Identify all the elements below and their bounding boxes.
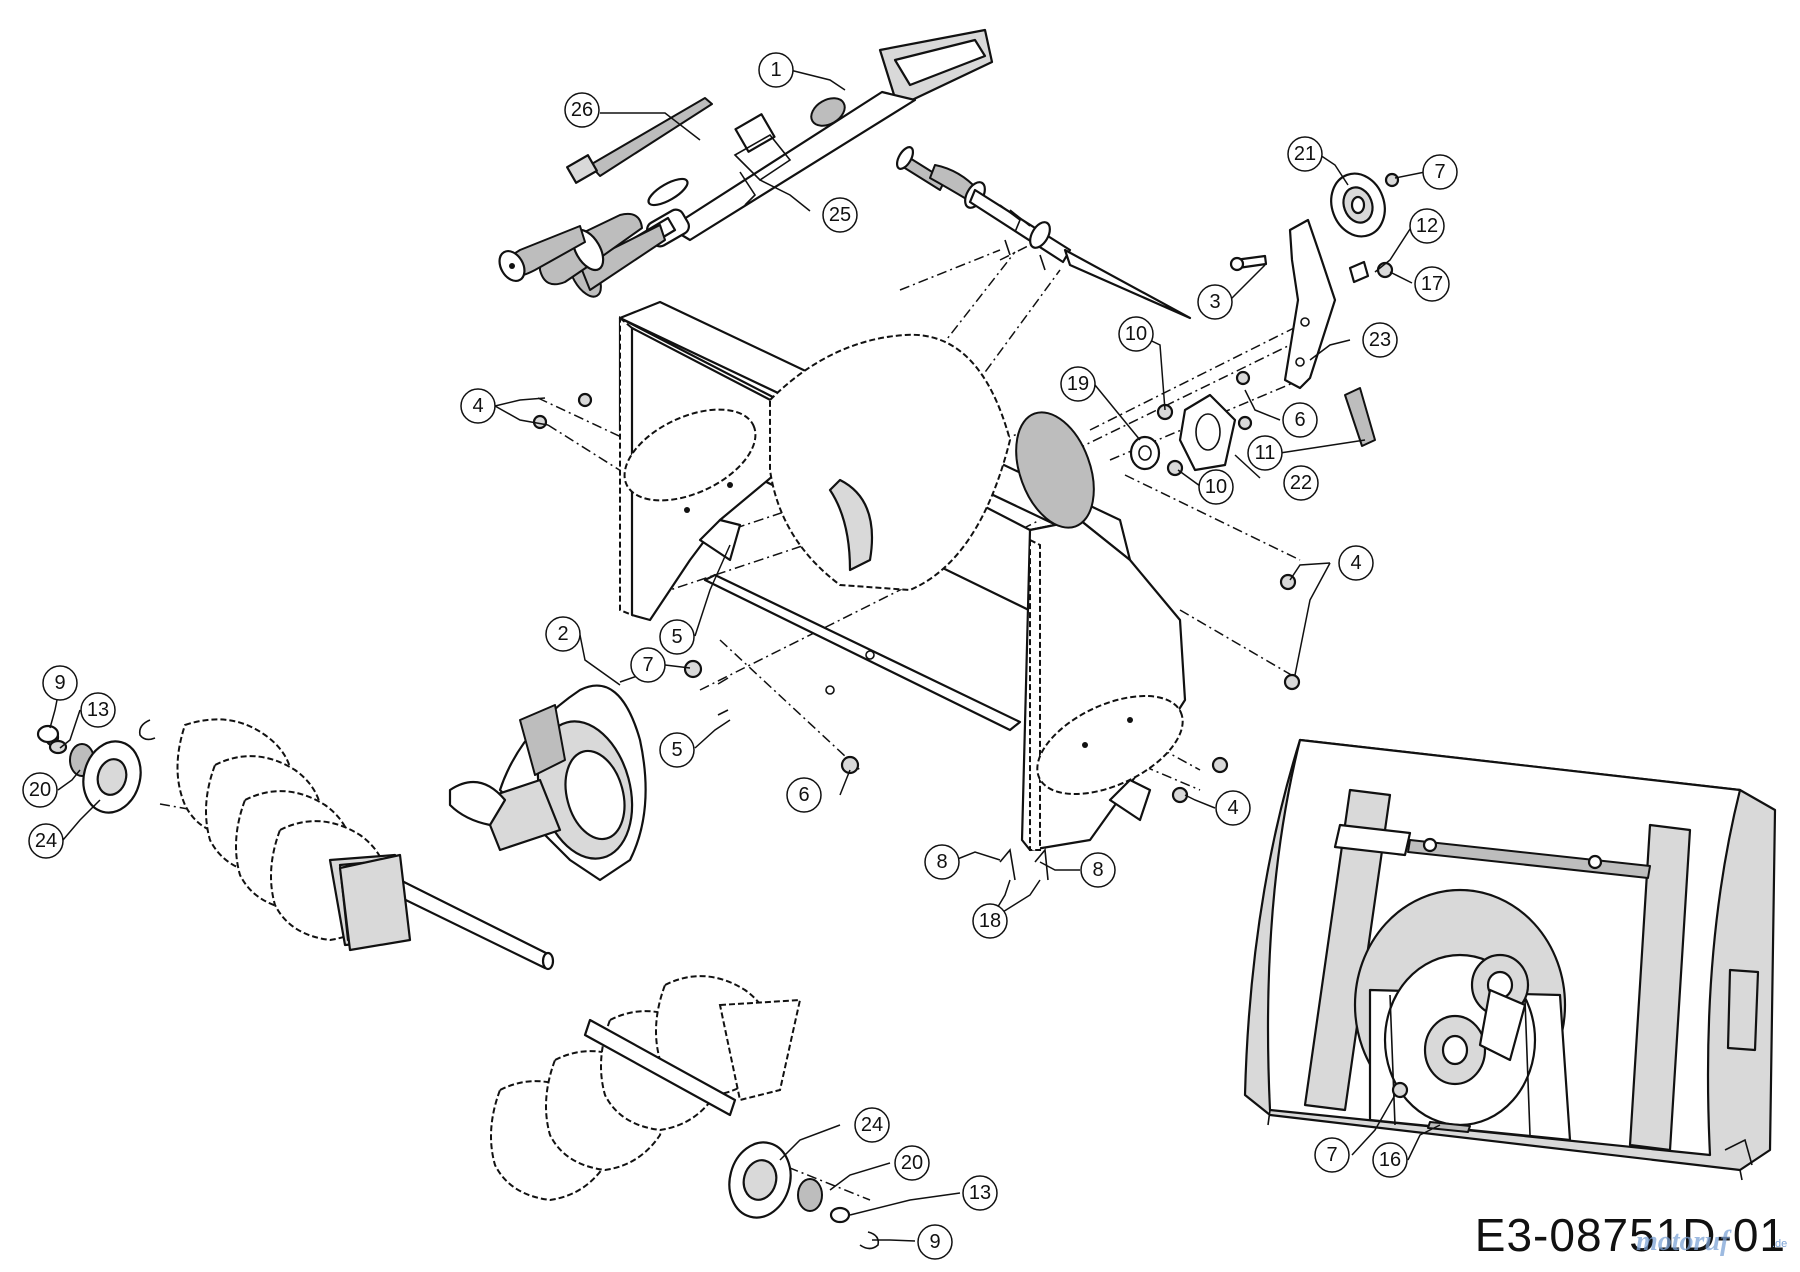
callout-3: 3 (1197, 284, 1233, 320)
impeller (448, 684, 647, 882)
callout-22: 22 (1283, 465, 1319, 501)
bearings-and-clips (36, 392, 1301, 1250)
callout-25: 25 (822, 197, 858, 233)
svg-text:9: 9 (929, 1231, 940, 1253)
callout-21: 21 (1287, 136, 1323, 172)
cable-tie (566, 97, 713, 184)
callout-8-right: 8 (1080, 852, 1116, 888)
callout-1: 1 (758, 52, 794, 88)
callout-4-left: 4 (460, 388, 496, 424)
callout-2: 2 (545, 616, 581, 652)
auger-housing (618, 300, 1187, 852)
svg-text:1: 1 (770, 59, 781, 81)
callout-24-left: 24 (28, 823, 64, 859)
callout-17: 17 (1414, 266, 1450, 302)
svg-text:11: 11 (1255, 442, 1276, 464)
svg-text:16: 16 (1379, 1149, 1401, 1171)
svg-text:10: 10 (1205, 476, 1227, 498)
svg-text:22: 22 (1290, 472, 1312, 494)
svg-text:9: 9 (54, 672, 65, 694)
svg-text:4: 4 (1227, 797, 1238, 819)
svg-text:18: 18 (979, 910, 1001, 932)
auger-spiral-right (490, 975, 802, 1202)
callout-8-left: 8 (924, 844, 960, 880)
callout-13-left: 13 (80, 692, 116, 728)
callout-11: 11 (1247, 435, 1283, 471)
svg-text:26: 26 (571, 99, 593, 121)
svg-text:21: 21 (1294, 143, 1316, 165)
callout-19: 19 (1060, 366, 1096, 402)
drive-parts (1129, 172, 1400, 477)
svg-text:13: 13 (969, 1182, 991, 1204)
callout-5-lower: 5 (659, 732, 695, 768)
callout-6-lower: 6 (786, 777, 822, 813)
gearbox (338, 853, 412, 952)
svg-text:25: 25 (829, 204, 851, 226)
callout-9-right: 9 (917, 1224, 953, 1260)
callout-20-right: 20 (894, 1145, 930, 1181)
callout-4-right: 4 (1338, 545, 1374, 581)
svg-text:3: 3 (1209, 291, 1220, 313)
assembled-housing-view (1243, 738, 1777, 1181)
svg-text:8: 8 (936, 851, 947, 873)
watermark-logo: motoruf (1636, 1226, 1730, 1257)
svg-text:8: 8 (1092, 859, 1103, 881)
callout-12: 12 (1409, 208, 1445, 244)
part-diagram-code: E3-08751D-01 (1474, 1209, 1786, 1261)
svg-text:12: 12 (1416, 215, 1438, 237)
callout-4-lower: 4 (1215, 790, 1251, 826)
svg-text:2: 2 (557, 623, 568, 645)
svg-text:6: 6 (1294, 409, 1305, 431)
svg-text:24: 24 (861, 1114, 883, 1136)
callout-10-top: 10 (1118, 316, 1154, 352)
svg-text:7: 7 (1326, 1144, 1337, 1166)
svg-text:5: 5 (671, 626, 682, 648)
callout-7-assembled: 7 (1314, 1137, 1350, 1173)
callout-7-mid: 7 (630, 647, 666, 683)
svg-text:4: 4 (472, 395, 483, 417)
callout-18: 18 (972, 903, 1008, 939)
callout-24-right: 24 (854, 1107, 890, 1143)
callout-9-left: 9 (42, 665, 78, 701)
svg-text:7: 7 (1434, 161, 1445, 183)
svg-text:5: 5 (671, 739, 682, 761)
callout-7-top: 7 (1422, 154, 1458, 190)
svg-text:4: 4 (1350, 552, 1361, 574)
svg-text:17: 17 (1421, 273, 1443, 295)
svg-text:23: 23 (1369, 329, 1391, 351)
svg-text:20: 20 (29, 779, 51, 801)
svg-text:19: 19 (1067, 373, 1089, 395)
svg-text:13: 13 (87, 699, 109, 721)
leader-lines (49, 69, 1441, 1242)
callout-10-bottom: 10 (1198, 469, 1234, 505)
callout-23: 23 (1362, 322, 1398, 358)
watermark-suffix: .de (1772, 1238, 1788, 1250)
svg-text:7: 7 (642, 654, 653, 676)
chute-extension-shaft (895, 146, 1192, 320)
callout-6-right: 6 (1282, 402, 1318, 438)
chute-crank-rod (498, 28, 994, 298)
callout-26: 26 (564, 92, 600, 128)
callout-13-right: 13 (962, 1175, 998, 1211)
svg-text:24: 24 (35, 830, 57, 852)
svg-text:6: 6 (798, 784, 809, 806)
svg-text:10: 10 (1125, 323, 1147, 345)
callout-5-upper: 5 (659, 619, 695, 655)
svg-text:20: 20 (901, 1152, 923, 1174)
callout-16: 16 (1372, 1142, 1408, 1178)
callout-20-left: 20 (22, 772, 58, 808)
